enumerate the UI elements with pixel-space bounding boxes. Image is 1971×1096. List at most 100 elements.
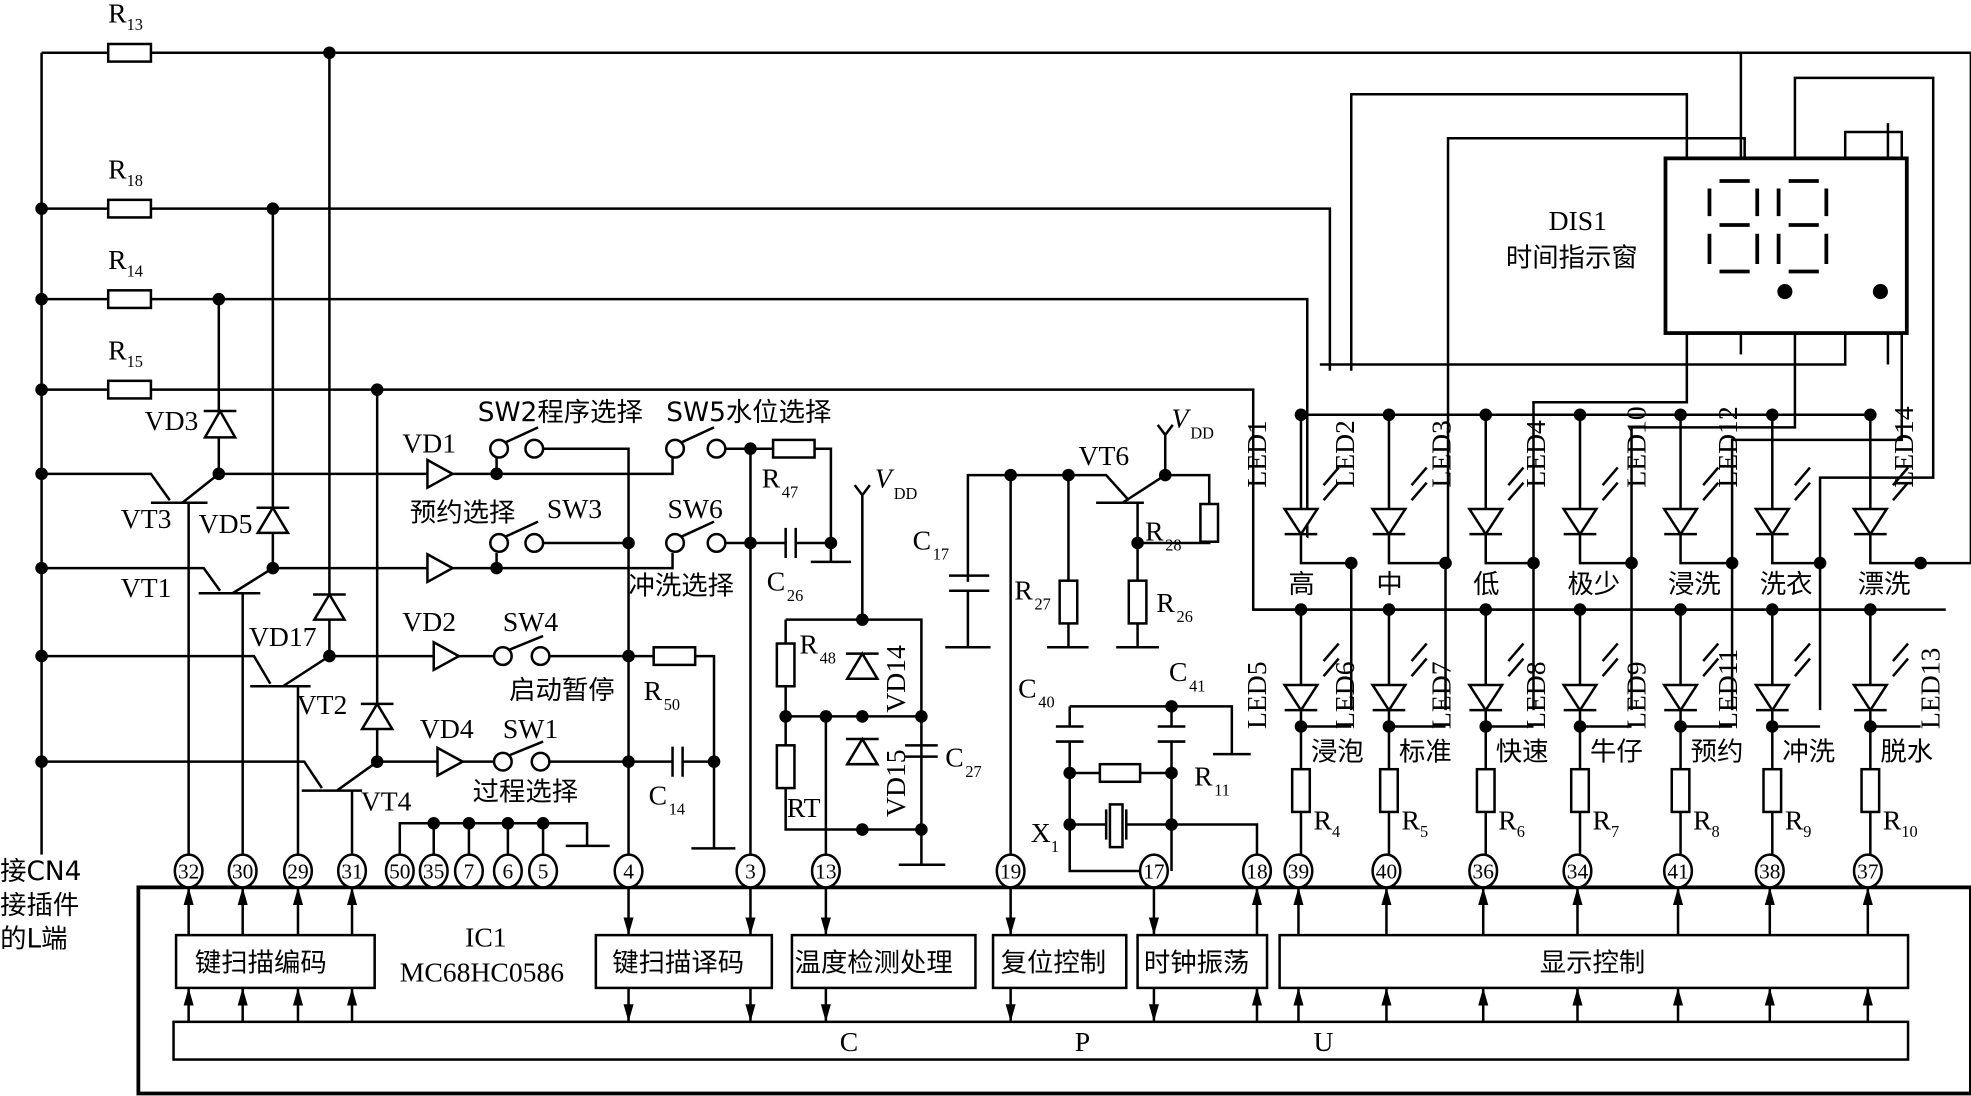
transistor-vt4: VT4	[41, 755, 412, 872]
svg-text:时间指示窗: 时间指示窗	[1506, 243, 1638, 273]
resistor-r14: R14	[106, 244, 153, 310]
svg-text:R7: R7	[1593, 805, 1620, 842]
svg-text:R: R	[1194, 761, 1213, 792]
led-label: 牛仔	[1590, 737, 1643, 767]
svg-text:LED14: LED14	[1888, 406, 1919, 488]
svg-text:R: R	[762, 463, 781, 494]
svg-text:VT2: VT2	[297, 689, 348, 720]
svg-text:11: 11	[1214, 781, 1230, 800]
svg-text:34: 34	[1567, 860, 1589, 884]
ground-bus	[398, 816, 610, 872]
svg-text:R4: R4	[1314, 805, 1341, 842]
svg-text:VD3: VD3	[145, 405, 199, 436]
led-label: 快速	[1496, 737, 1549, 767]
svg-text:R9: R9	[1785, 805, 1812, 842]
svg-text:3: 3	[745, 860, 756, 884]
led-label: 浸泡	[1311, 737, 1364, 767]
svg-text:LED8: LED8	[1520, 661, 1551, 729]
led-bottom-led8: LED8 牛仔 R7	[1520, 603, 1643, 858]
svg-text:6: 6	[503, 860, 514, 884]
ic-name: IC1	[465, 921, 506, 952]
svg-text:LED9: LED9	[1620, 661, 1651, 729]
led-label: 极少	[1567, 570, 1620, 600]
svg-text:40: 40	[1038, 693, 1054, 712]
svg-text:V: V	[1172, 402, 1192, 433]
ic1: C P U IC1 MC68HC0586 键扫描编码 键扫描译码 温度检测处理 …	[136, 885, 1971, 1096]
svg-text:48: 48	[820, 649, 836, 668]
svg-text:SW1: SW1	[503, 713, 558, 744]
led-matrix: LED1高LED2中LED3低LED4极少LED10浸洗LED12洗衣LED14…	[1241, 406, 1945, 858]
svg-text:LED5: LED5	[1241, 661, 1272, 729]
r15-label: R15	[108, 334, 143, 371]
sw5-label: SW5水位选择	[666, 398, 831, 428]
block-temperature: 温度检测处理	[794, 949, 952, 979]
svg-text:V: V	[875, 463, 895, 494]
svg-text:VD17: VD17	[249, 621, 317, 652]
svg-text:VD2: VD2	[402, 606, 456, 637]
led-label: 中	[1376, 570, 1402, 600]
svg-text:DD: DD	[1190, 424, 1214, 443]
svg-text:LED6: LED6	[1329, 661, 1360, 729]
svg-text:7: 7	[464, 860, 475, 884]
led-label: 浸洗	[1668, 570, 1721, 600]
svg-text:17: 17	[933, 544, 949, 563]
svg-text:LED11: LED11	[1712, 649, 1743, 729]
transistor-vt3: VT3	[41, 467, 226, 872]
transistor-vt2: VT2	[41, 649, 348, 872]
svg-text:C: C	[1169, 656, 1187, 687]
pin-30: 30	[227, 853, 258, 1022]
svg-text:R6: R6	[1498, 805, 1525, 842]
transistor-vt1: VT1	[41, 561, 280, 872]
svg-text:R10: R10	[1883, 805, 1918, 842]
display-dis1: DIS1 时间指示窗	[1319, 52, 1971, 565]
pin-39: 39	[1283, 853, 1314, 1022]
pin-34: 34	[1562, 853, 1593, 1022]
svg-text:30: 30	[232, 860, 253, 884]
sw4-label: 启动暂停	[509, 676, 615, 706]
block-key-decode: 键扫描译码	[612, 949, 744, 979]
svg-text:VT3: VT3	[121, 503, 172, 534]
svg-text:50: 50	[664, 695, 680, 714]
pin-50: 50	[384, 853, 415, 889]
pin-17: 17	[1138, 853, 1170, 1022]
pin-31: 31	[336, 853, 368, 1022]
pin-4: 4	[613, 853, 644, 1022]
led-label: 低	[1473, 570, 1499, 600]
svg-text:DD: DD	[894, 484, 918, 503]
svg-text:VD5: VD5	[199, 508, 253, 539]
led-label: 高	[1288, 570, 1314, 600]
svg-text:27: 27	[1035, 595, 1051, 614]
svg-text:LED4: LED4	[1520, 420, 1551, 488]
led-label: 脱水	[1880, 737, 1933, 767]
pin-6: 6	[492, 853, 523, 889]
svg-text:35: 35	[423, 860, 444, 884]
seven-segment-digits	[1707, 179, 1829, 274]
pin-41: 41	[1662, 853, 1694, 1022]
svg-text:50: 50	[389, 860, 410, 884]
svg-text:17: 17	[1143, 860, 1165, 884]
cpu-p: P	[1075, 1026, 1090, 1057]
pin-18: 18	[1241, 853, 1273, 1022]
pin-3: 3	[735, 853, 766, 1022]
left-note-line2: 接插件	[0, 891, 79, 921]
column-wires	[212, 46, 384, 762]
svg-text:47: 47	[782, 483, 798, 502]
pin-32: 32	[173, 853, 204, 1022]
svg-text:C: C	[649, 779, 667, 810]
pin-5: 5	[527, 853, 559, 889]
svg-text:LED12: LED12	[1712, 406, 1743, 487]
sw2-label: SW2程序选择	[478, 398, 643, 428]
pin-7: 7	[453, 853, 485, 889]
svg-text:C: C	[913, 524, 931, 555]
pin-36: 36	[1468, 853, 1499, 1022]
svg-text:VD4: VD4	[420, 713, 474, 744]
svg-text:38: 38	[1759, 860, 1780, 884]
